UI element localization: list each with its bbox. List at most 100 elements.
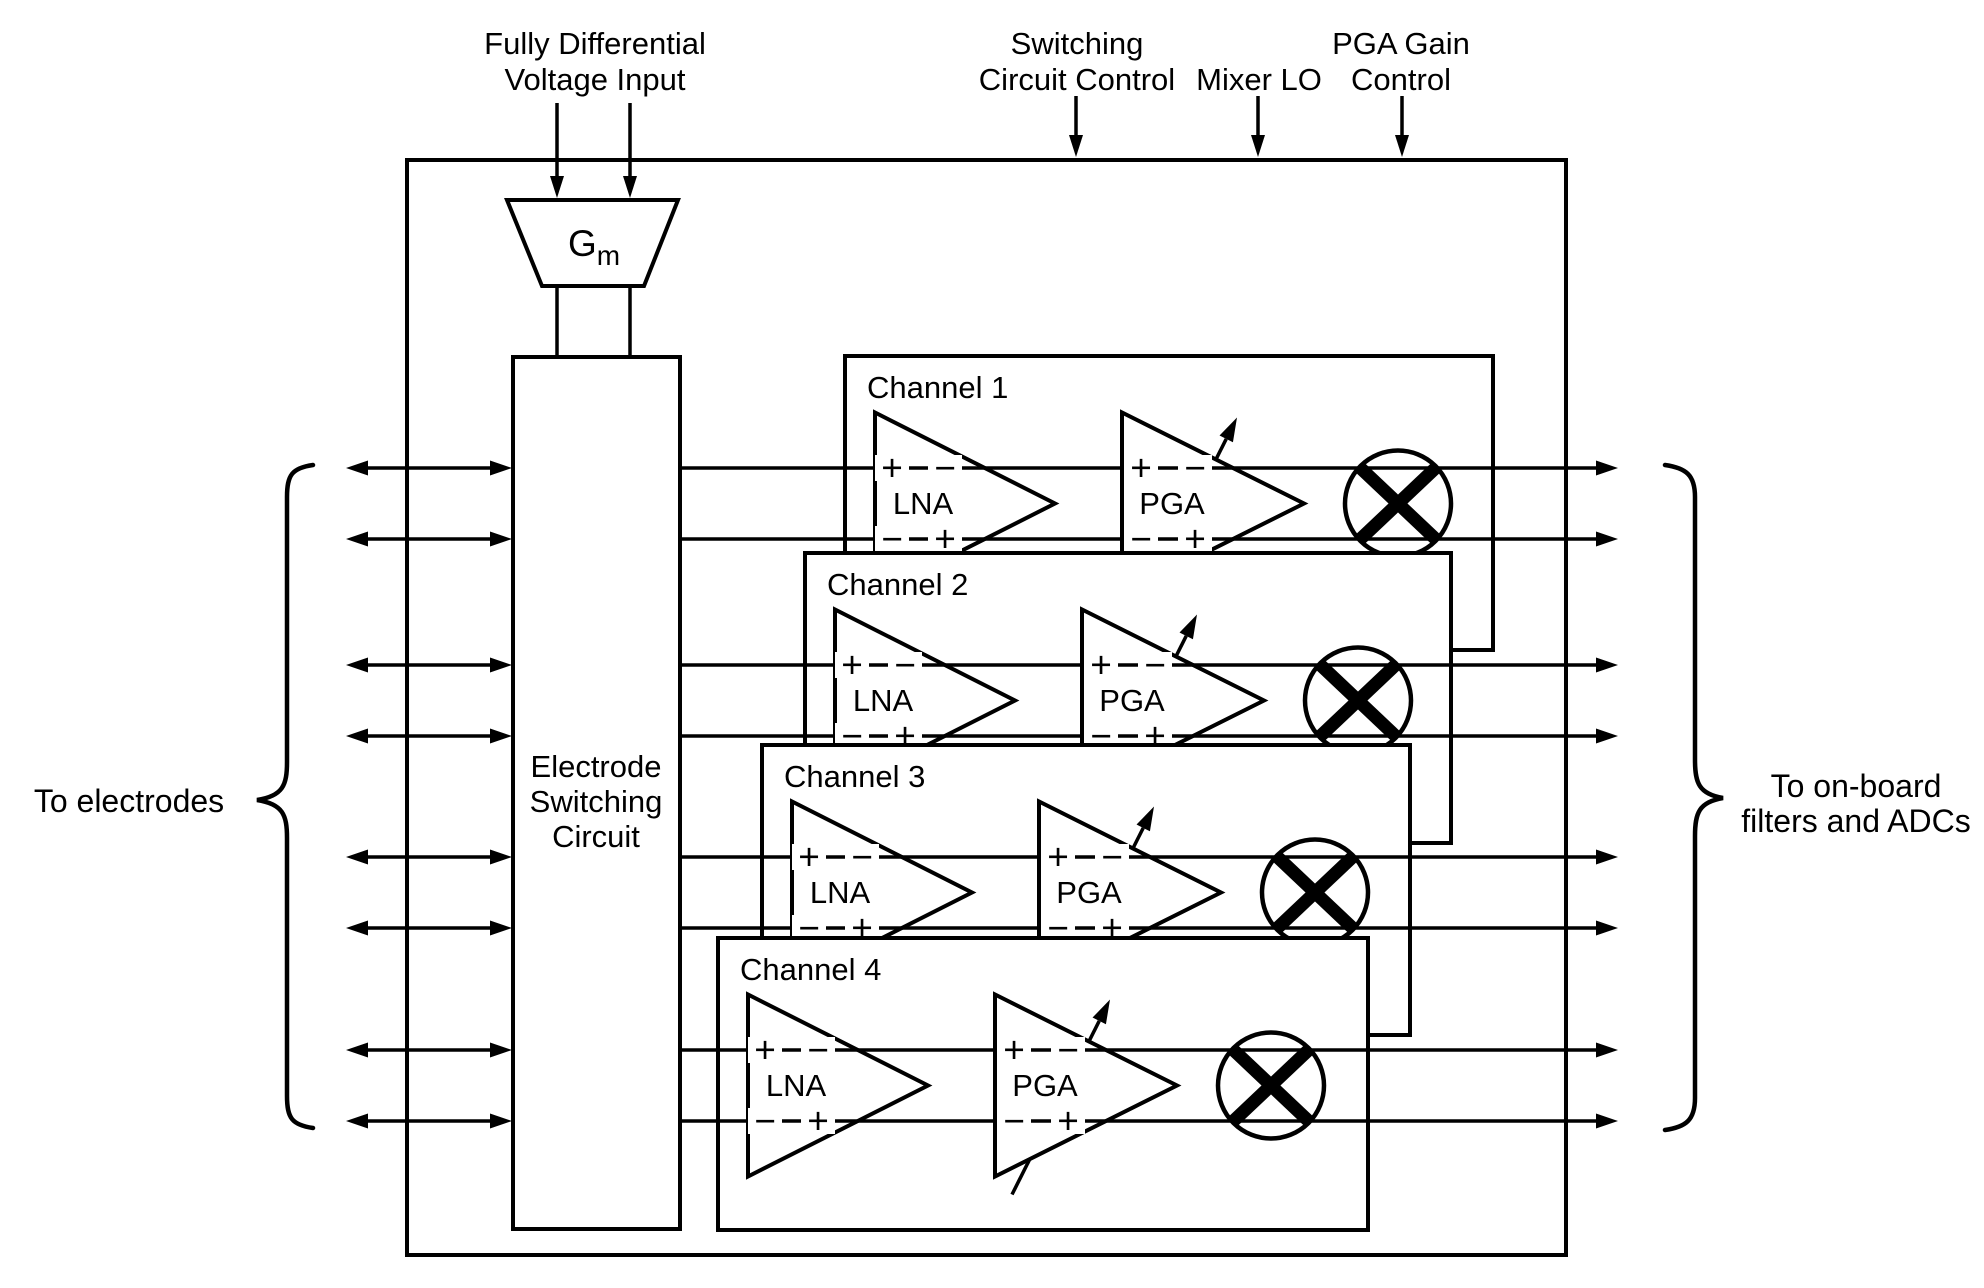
input-arrow-icon <box>623 103 637 198</box>
pga-label: PGA <box>1056 875 1122 910</box>
lna-label: LNA <box>810 875 871 910</box>
arrowhead-right-icon <box>1596 1042 1618 1058</box>
sign-gap <box>1041 844 1075 870</box>
gain-arrowhead-icon <box>1219 417 1237 443</box>
sign-gap <box>997 1037 1031 1063</box>
gain-arrowhead-icon <box>1092 999 1110 1025</box>
arrowhead-right-icon <box>1596 728 1618 744</box>
left-arrow-group <box>346 460 512 1129</box>
gain-arrowhead-icon <box>1136 806 1154 832</box>
polarity-sign: − <box>754 1101 776 1142</box>
polarity-sign: + <box>841 645 863 686</box>
channel-1-lna-triangle <box>873 409 1060 598</box>
sign-gap <box>1138 652 1172 678</box>
lna-label: LNA <box>853 683 914 718</box>
chip-boundary-box <box>405 158 1568 1257</box>
mixer-x-icon <box>1273 852 1357 933</box>
lna-label: LNA <box>893 486 954 521</box>
arrowhead-right-icon <box>490 531 512 547</box>
polarity-sign: − <box>934 448 956 489</box>
sign-gap <box>1178 455 1212 481</box>
gm-label: Gm <box>568 223 620 271</box>
switching-control-arrow-icon <box>1069 96 1083 157</box>
sign-gap <box>835 652 869 678</box>
channel-4-lna-triangle <box>746 991 933 1180</box>
channel-4-label: Channel 4 <box>740 952 881 987</box>
arrowhead-right-icon <box>490 1042 512 1058</box>
sign-gap <box>928 455 962 481</box>
gm-transconductor: Gm <box>504 198 681 357</box>
polarity-sign: − <box>881 519 903 560</box>
mixer-lo-arrow-icon <box>1251 96 1265 157</box>
left-brace-icon <box>256 462 316 1131</box>
mixer-x-icon <box>1229 1045 1313 1126</box>
polarity-sign: + <box>1184 519 1206 560</box>
sign-gap <box>801 1037 835 1063</box>
channel-2-label: Channel 2 <box>827 567 968 602</box>
sign-gap <box>875 455 909 481</box>
polarity-sign: + <box>1130 448 1152 489</box>
input-arrow-icon <box>550 103 564 198</box>
polarity-sign: − <box>1101 837 1123 878</box>
arrowhead-left-icon <box>346 728 368 744</box>
sign-gap <box>845 844 879 870</box>
sign-gap <box>888 652 922 678</box>
sign-gap <box>1095 844 1129 870</box>
polarity-sign: − <box>851 837 873 878</box>
arrowhead-right-icon <box>490 1113 512 1129</box>
arrowhead-left-icon <box>346 1042 368 1058</box>
mixer-x-icon <box>1356 463 1440 544</box>
channel-1-label: Channel 1 <box>867 370 1008 405</box>
channel-3-label: Channel 3 <box>784 759 925 794</box>
sign-gap <box>1051 1037 1085 1063</box>
polarity-sign: + <box>754 1030 776 1071</box>
sign-gap <box>801 1108 835 1134</box>
pga-gain-arrow-icon <box>1395 96 1409 157</box>
sign-gap <box>1178 526 1212 552</box>
arrowhead-left-icon <box>346 657 368 673</box>
polarity-sign: + <box>881 448 903 489</box>
arrowhead-left-icon <box>346 849 368 865</box>
sign-gap <box>1124 455 1158 481</box>
pga-label: PGA <box>1139 486 1205 521</box>
polarity-sign: + <box>934 519 956 560</box>
arrowhead-right-icon <box>490 849 512 865</box>
lna-label: LNA <box>766 1068 827 1103</box>
polarity-sign: − <box>807 1030 829 1071</box>
polarity-sign: + <box>1003 1030 1025 1071</box>
polarity-sign: − <box>1057 1030 1079 1071</box>
pga-label: PGA <box>1099 683 1165 718</box>
arrowhead-right-icon <box>490 657 512 673</box>
mixer-lo-label: Mixer LO <box>1196 62 1322 97</box>
arrowhead-right-icon <box>1596 460 1618 476</box>
sign-gap <box>997 1108 1031 1134</box>
arrowhead-left-icon <box>346 920 368 936</box>
polarity-sign: + <box>1090 645 1112 686</box>
to-electrodes-label: To electrodes <box>34 783 224 819</box>
arrowhead-right-icon <box>1596 920 1618 936</box>
arrowhead-left-icon <box>346 531 368 547</box>
polarity-sign: − <box>1144 645 1166 686</box>
polarity-sign: + <box>1047 837 1069 878</box>
right-brace-icon <box>1662 462 1724 1133</box>
arrowhead-right-icon <box>1596 531 1618 547</box>
sign-gap <box>875 526 909 552</box>
sign-gap <box>748 1108 782 1134</box>
gain-arrowhead-icon <box>1179 614 1197 640</box>
sign-gap <box>748 1037 782 1063</box>
polarity-sign: − <box>1184 448 1206 489</box>
arrowhead-left-icon <box>346 1113 368 1129</box>
electrode-switching-box <box>511 355 682 1231</box>
polarity-sign: − <box>894 645 916 686</box>
sign-gap <box>928 526 962 552</box>
channel-1-pga-triangle <box>1120 409 1309 598</box>
